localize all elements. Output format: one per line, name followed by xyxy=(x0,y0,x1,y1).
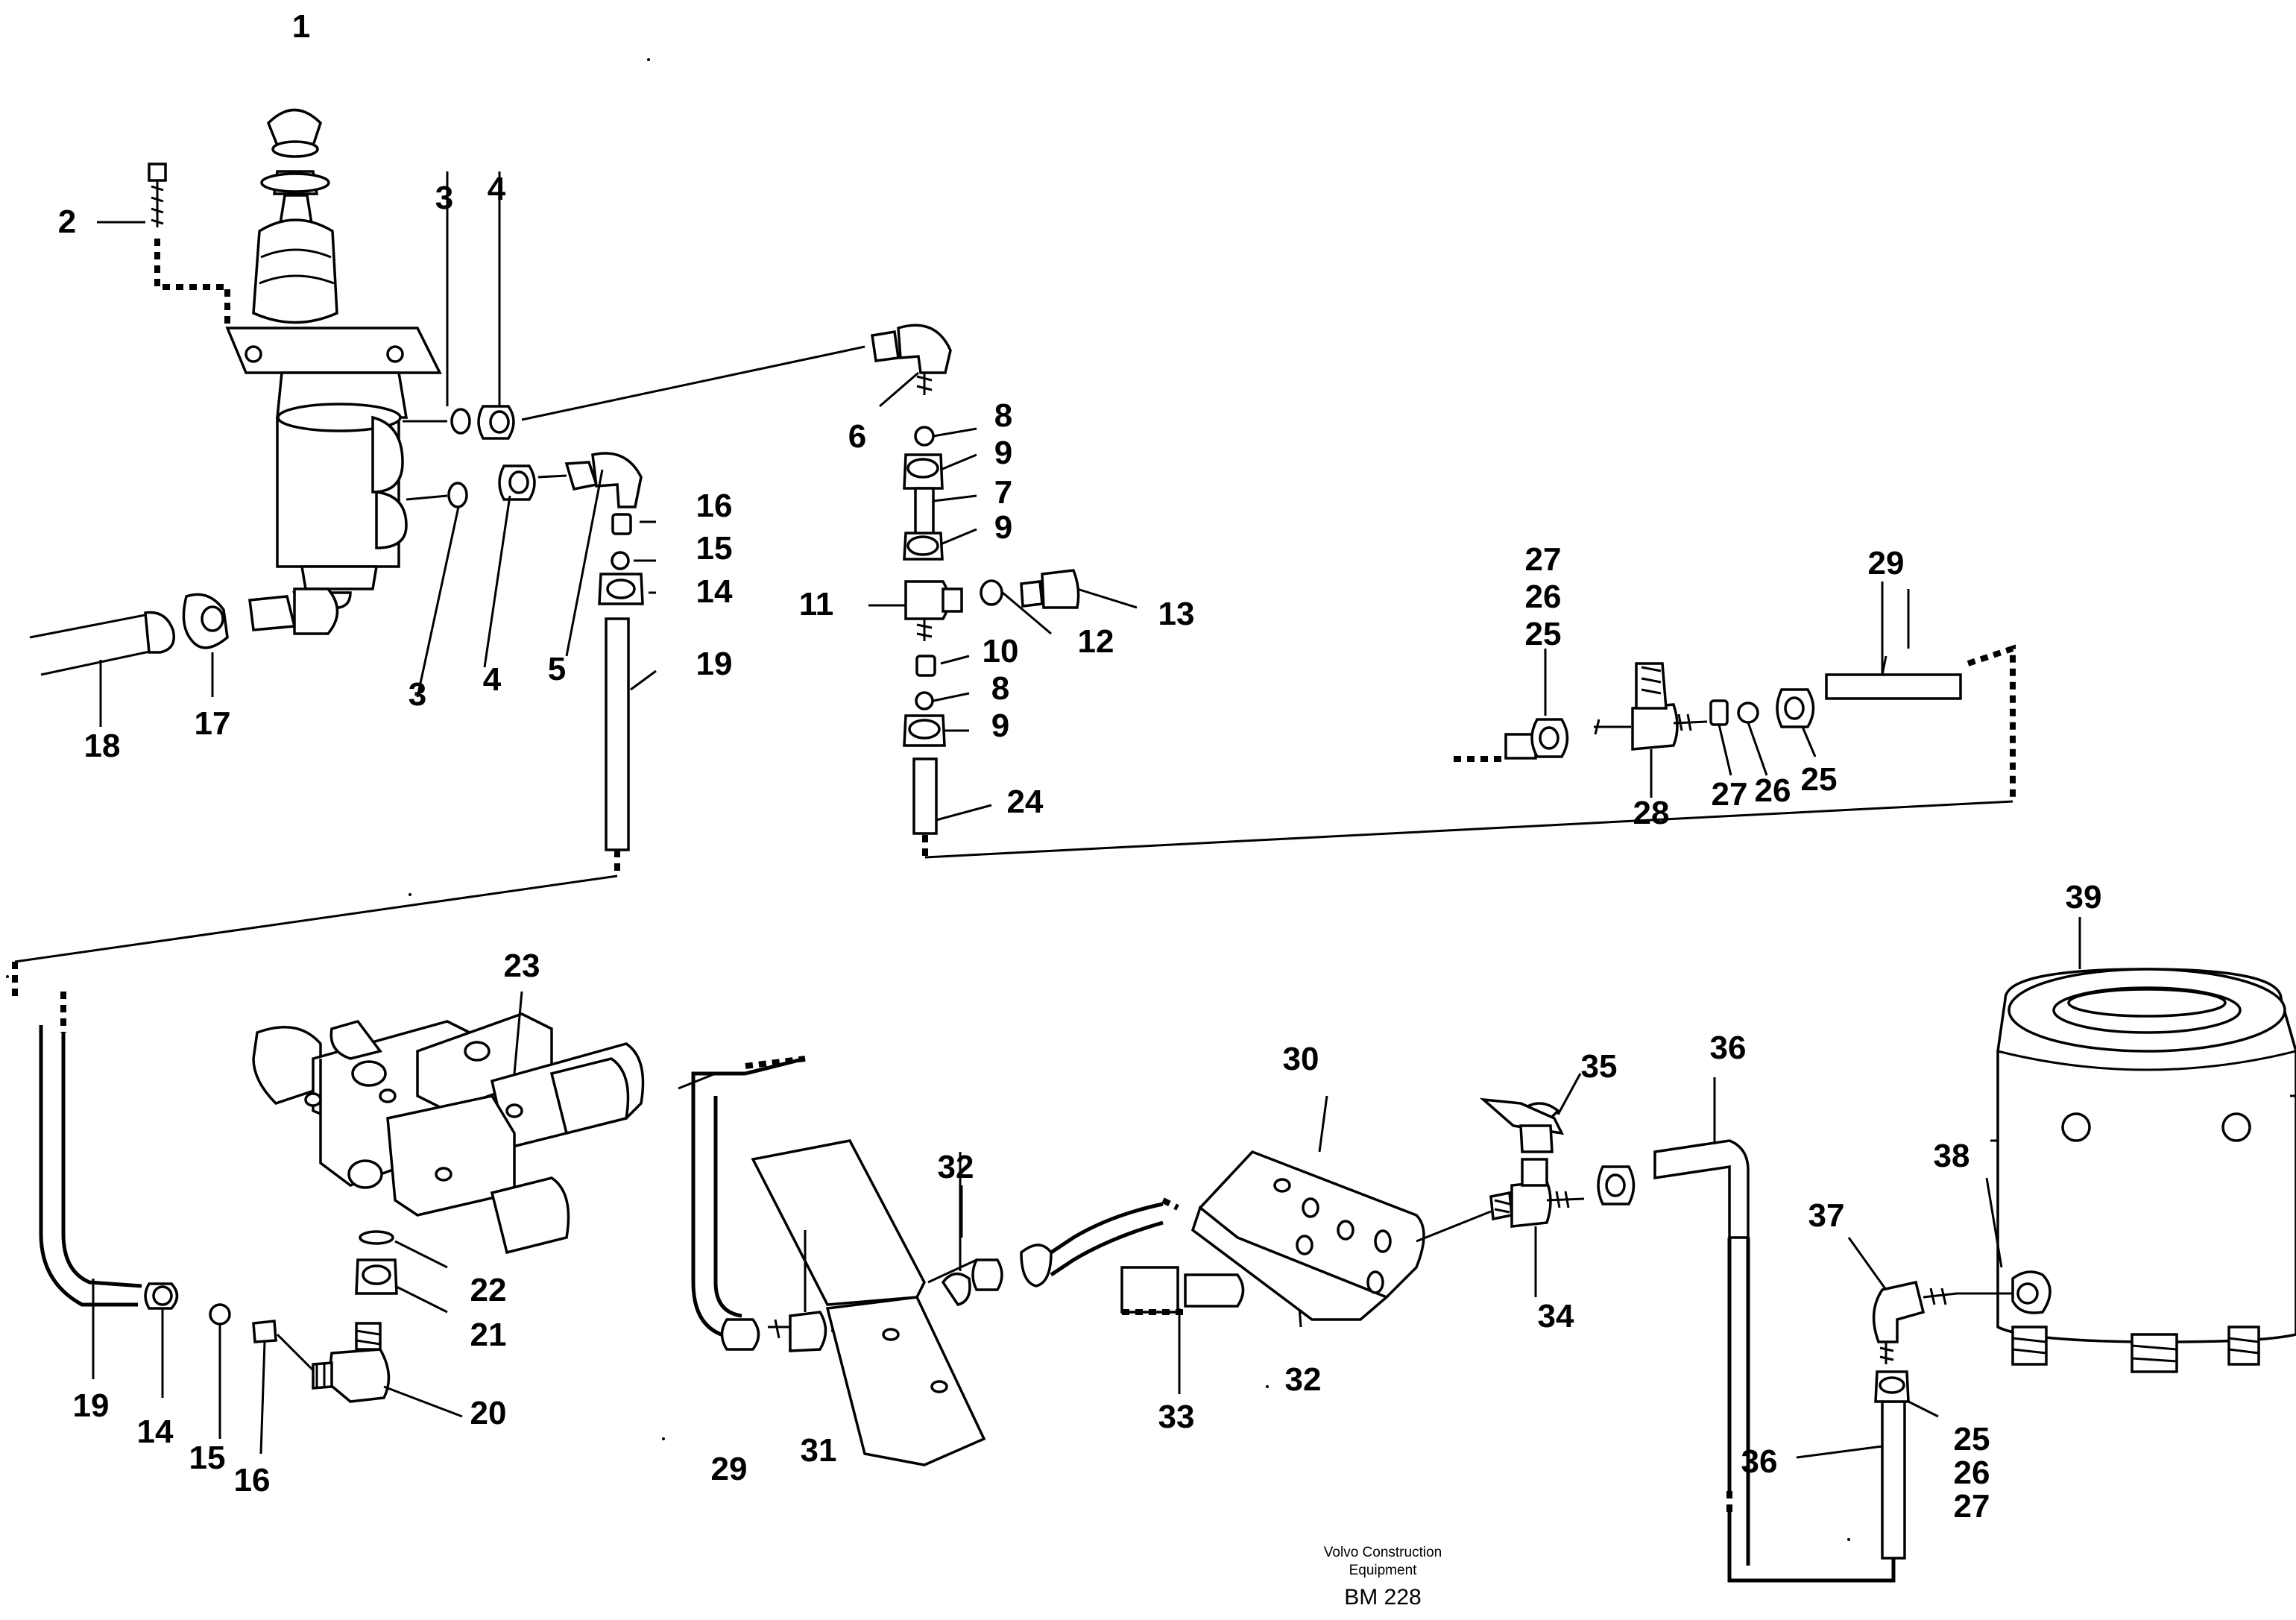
callout-23: 23 xyxy=(504,948,540,984)
callout-21: 21 xyxy=(470,1317,507,1353)
drawing-reference: BM 228 xyxy=(1344,1585,1421,1610)
callout-27: 27 xyxy=(1712,776,1748,813)
callout-15: 15 xyxy=(696,530,733,567)
callout-22: 22 xyxy=(470,1272,507,1308)
callout-37: 37 xyxy=(1808,1197,1845,1234)
callout-17: 17 xyxy=(195,705,231,742)
callout-6: 6 xyxy=(848,418,866,455)
relay-valve-port-fittings xyxy=(312,1230,463,1418)
callout-9: 9 xyxy=(991,707,1009,744)
callout-5: 5 xyxy=(548,651,566,687)
callout-3: 3 xyxy=(435,180,453,216)
screw xyxy=(97,163,230,328)
callout-39: 39 xyxy=(2066,879,2102,915)
callout-14: 14 xyxy=(137,1413,174,1450)
tube-19-fittings xyxy=(14,513,657,963)
elbow-37-group xyxy=(1847,1237,1958,1418)
callout-14: 14 xyxy=(696,573,733,610)
lower-port-fittings xyxy=(406,452,643,698)
callout-8: 8 xyxy=(994,397,1012,434)
callout-24: 24 xyxy=(1007,784,1044,820)
callout-32: 32 xyxy=(938,1149,974,1185)
relay-valve xyxy=(252,991,645,1255)
tee-28-group xyxy=(1454,582,2016,801)
callout-36: 36 xyxy=(1741,1443,1778,1480)
callout-35: 35 xyxy=(1581,1048,1618,1085)
callout-26: 26 xyxy=(1954,1454,1990,1491)
hand-control-valve xyxy=(225,108,442,609)
callout-26: 26 xyxy=(1525,579,1562,615)
pedal-assembly xyxy=(678,1056,1343,1466)
speckles xyxy=(6,58,1850,1541)
callout-1: 1 xyxy=(292,8,310,45)
callout-10: 10 xyxy=(983,633,1019,669)
bracket xyxy=(1190,1095,1425,1321)
callout-4: 4 xyxy=(483,661,502,698)
callout-25: 25 xyxy=(1525,616,1562,652)
brand-line-2: Equipment xyxy=(1349,1563,1418,1578)
callout-20: 20 xyxy=(470,1395,507,1431)
callout-33: 33 xyxy=(1158,1399,1195,1435)
callout-32: 32 xyxy=(1285,1361,1322,1398)
tee-34-group xyxy=(1416,1073,1750,1297)
callout-26: 26 xyxy=(1755,772,1791,809)
callout-labels: 1 2 3 4 3 4 5 16 15 14 19 18 17 6 8 9 7 … xyxy=(58,8,2102,1525)
callout-25: 25 xyxy=(1954,1421,1990,1457)
callout-29: 29 xyxy=(1868,545,1905,582)
tube-36 xyxy=(1726,1238,1906,1583)
callout-7: 7 xyxy=(994,474,1012,511)
callout-2: 2 xyxy=(58,204,76,240)
callout-15: 15 xyxy=(189,1440,226,1476)
brand-line-1: Volvo Construction xyxy=(1324,1545,1442,1560)
callout-27: 27 xyxy=(1954,1488,1990,1525)
callout-9: 9 xyxy=(994,435,1012,471)
callout-34: 34 xyxy=(1538,1298,1574,1334)
callout-16: 16 xyxy=(234,1462,271,1498)
callout-30: 30 xyxy=(1283,1041,1319,1077)
callout-27: 27 xyxy=(1525,541,1562,578)
tube-19-lower xyxy=(12,962,315,1454)
callout-29: 29 xyxy=(711,1451,748,1487)
brake-actuator xyxy=(1957,917,2296,1373)
callout-31: 31 xyxy=(801,1432,837,1469)
callout-12: 12 xyxy=(1078,623,1114,660)
upper-port-fittings xyxy=(403,171,865,440)
callout-38: 38 xyxy=(1934,1138,1970,1174)
right-valve-chain xyxy=(868,324,2013,859)
hose-and-clamp xyxy=(29,587,339,727)
callout-13: 13 xyxy=(1158,596,1195,632)
callout-18: 18 xyxy=(84,728,121,764)
callout-36: 36 xyxy=(1710,1030,1747,1066)
callout-19: 19 xyxy=(696,646,733,682)
callout-9: 9 xyxy=(994,509,1012,546)
callout-16: 16 xyxy=(696,488,733,524)
footer-caption: Volvo Construction Equipment BM 228 xyxy=(1324,1545,1442,1610)
callout-25: 25 xyxy=(1801,761,1838,798)
callout-11: 11 xyxy=(799,586,834,623)
callout-3: 3 xyxy=(409,676,426,713)
callout-4: 4 xyxy=(488,171,506,207)
callout-28: 28 xyxy=(1633,795,1670,831)
callout-19: 19 xyxy=(73,1387,110,1424)
callout-8: 8 xyxy=(991,670,1009,707)
